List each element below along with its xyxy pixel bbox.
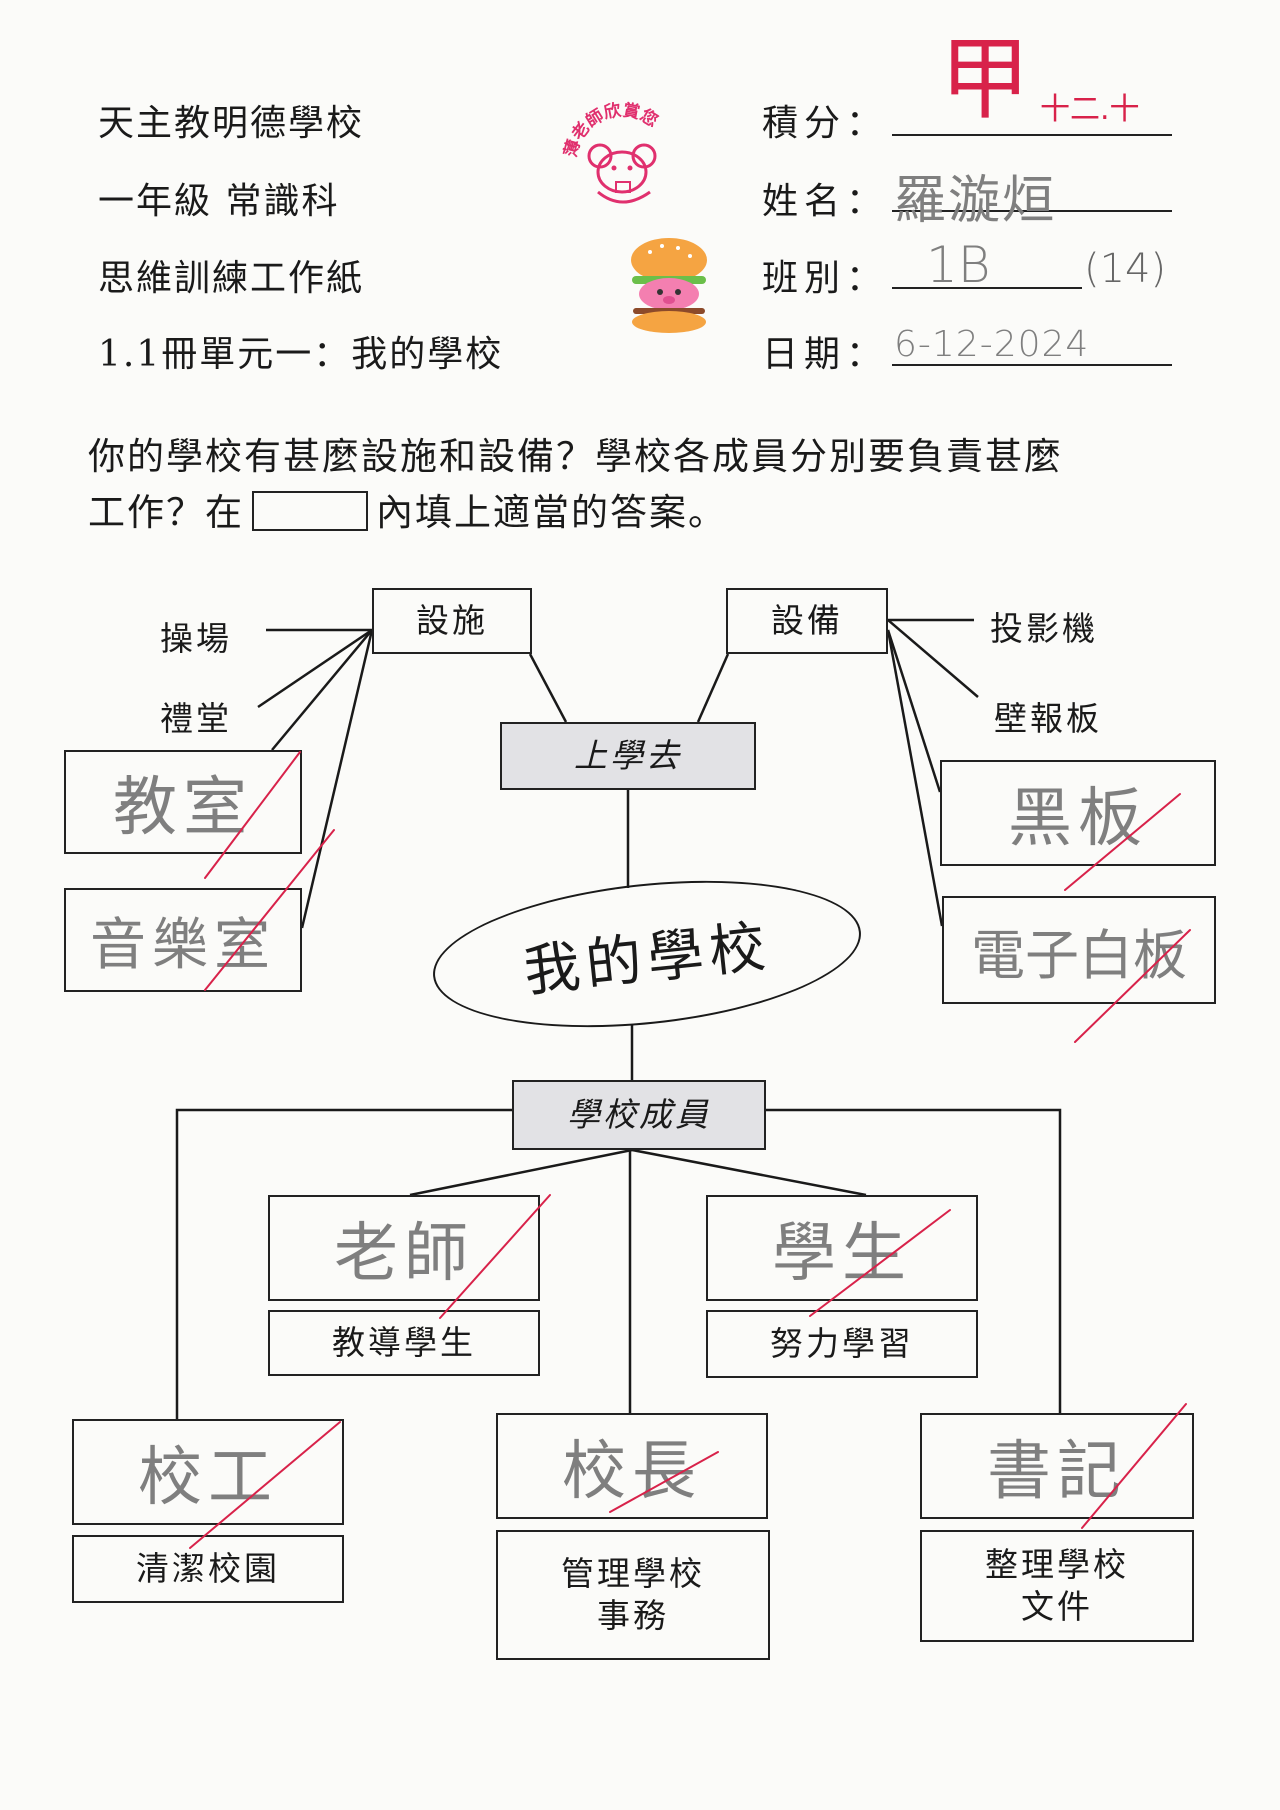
tick-icon	[204, 829, 335, 991]
equipment-given-1: 投影機	[990, 609, 1098, 648]
teacher-stamp-icon: 薄老師欣賞您	[558, 99, 686, 220]
member-role-student: 學生	[772, 1217, 912, 1291]
member-role-janitor: 校工	[138, 1441, 278, 1515]
question-text-after: 內填上適當的答案。	[376, 491, 727, 534]
unit-title: 1.1冊單元一：我的學校	[98, 334, 504, 375]
top-hub-label: 上學去	[574, 736, 682, 775]
tick-icon	[204, 751, 301, 879]
member-duty-box-clerk: 整理學校 文件	[920, 1530, 1194, 1642]
class-number: (14)	[1084, 246, 1167, 292]
worksheet-title: 思維訓練工作紙	[98, 258, 365, 299]
class-value: 1B	[926, 236, 991, 294]
tick-icon	[1064, 793, 1181, 891]
members-hub-box: 學校成員	[512, 1080, 766, 1150]
score-line	[892, 134, 1172, 136]
member-duty-principal-line1: 管理學校	[561, 1554, 705, 1593]
question-text-before: 工作？在	[88, 491, 244, 534]
equipment-box: 設備	[726, 588, 888, 654]
date-value: 6-12-2024	[894, 324, 1090, 365]
name-label: 姓名：	[762, 181, 889, 222]
tick-icon	[1081, 1403, 1187, 1529]
hamburger-sticker-icon	[628, 236, 710, 334]
equipment-answer-box-2: 電子白板	[942, 896, 1216, 1004]
equipment-given-2: 壁報板	[994, 699, 1102, 738]
grade-subject: 一年級 常識科	[98, 181, 340, 222]
answer-box-sample	[252, 491, 368, 531]
member-duty-clerk-line1: 整理學校	[985, 1545, 1129, 1584]
facility-answer-box-1: 教室	[64, 750, 302, 854]
name-value: 羅漩烜	[894, 171, 1057, 231]
score-note: 十二.十	[1040, 92, 1140, 127]
members-title: 學校成員	[567, 1095, 711, 1134]
date-line	[892, 364, 1172, 366]
question-line-2: 工作？在 內填上適當的答案。	[88, 484, 727, 542]
member-role-box-student: 學生	[706, 1195, 978, 1301]
class-line	[892, 287, 1082, 289]
tick-icon	[809, 1209, 951, 1317]
member-role-clerk: 書記	[987, 1435, 1127, 1509]
facility-answer-1: 教室	[113, 771, 253, 845]
score-grade: 甲	[940, 27, 1030, 132]
equipment-answer-2: 電子白板	[971, 923, 1187, 987]
score-label: 積分：	[762, 103, 889, 144]
question-line-1: 你的學校有甚麼設施和設備？學校各成員分別要負責甚麼	[88, 435, 1063, 478]
tick-icon	[439, 1194, 551, 1319]
name-line	[892, 210, 1172, 212]
member-role-teacher: 老師	[334, 1217, 474, 1291]
member-duty-student: 努力學習	[770, 1324, 914, 1363]
facility-given-1: 操場	[160, 619, 232, 658]
member-duty-box-teacher: 教導學生	[268, 1310, 540, 1376]
member-duty-box-student: 努力學習	[706, 1310, 978, 1378]
tick-icon	[189, 1421, 341, 1549]
member-role-box-janitor: 校工	[72, 1419, 344, 1525]
facilities-box: 設施	[372, 588, 532, 654]
member-role-principal: 校長	[562, 1435, 702, 1509]
facility-given-2: 禮堂	[160, 699, 232, 738]
member-duty-teacher: 教導學生	[332, 1323, 476, 1362]
member-duty-janitor: 清潔校園	[136, 1549, 280, 1588]
tick-icon	[1074, 929, 1191, 1043]
member-role-box-principal: 校長	[496, 1413, 768, 1519]
member-role-box-clerk: 書記	[920, 1413, 1194, 1519]
top-hub-box: 上學去	[500, 722, 756, 790]
school-name: 天主教明德學校	[98, 103, 365, 144]
member-duty-box-janitor: 清潔校園	[72, 1535, 344, 1603]
tick-icon	[609, 1451, 719, 1513]
member-role-box-teacher: 老師	[268, 1195, 540, 1301]
member-duty-principal-line2: 事務	[597, 1596, 669, 1635]
member-duty-clerk-line2: 文件	[1021, 1587, 1093, 1626]
member-duty-box-principal: 管理學校 事務	[496, 1530, 770, 1660]
date-label: 日期：	[762, 334, 889, 375]
facilities-title: 設施	[416, 601, 488, 640]
equipment-title: 設備	[771, 601, 843, 640]
class-label: 班別：	[762, 258, 889, 299]
